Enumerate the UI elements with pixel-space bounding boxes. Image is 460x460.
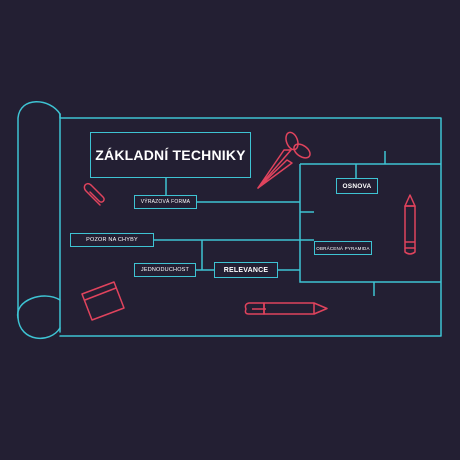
label-jednoduchost: JEDNODUCHOST (134, 263, 196, 277)
diagram-title: ZÁKLADNÍ TECHNIKY (90, 132, 251, 178)
label-pozor-na-chyby: POZOR NA CHYBY (70, 233, 154, 247)
pencil-icon (404, 194, 416, 255)
connector-lines (154, 151, 441, 296)
label-vyrazna-forma: VÝRAZOVÁ FORMA (134, 195, 197, 209)
marker-icon (244, 302, 328, 315)
paperclip-icon (83, 182, 105, 206)
label-relevance: RELEVANCE (214, 262, 278, 278)
notepad-icon (81, 281, 125, 321)
scroll-icon (17, 101, 442, 340)
label-obracena-pyramida: OBRÁCENÁ PYRAMIDA (314, 241, 372, 255)
label-osnova: OSNOVA (336, 178, 378, 194)
scissors-icon (257, 131, 311, 189)
